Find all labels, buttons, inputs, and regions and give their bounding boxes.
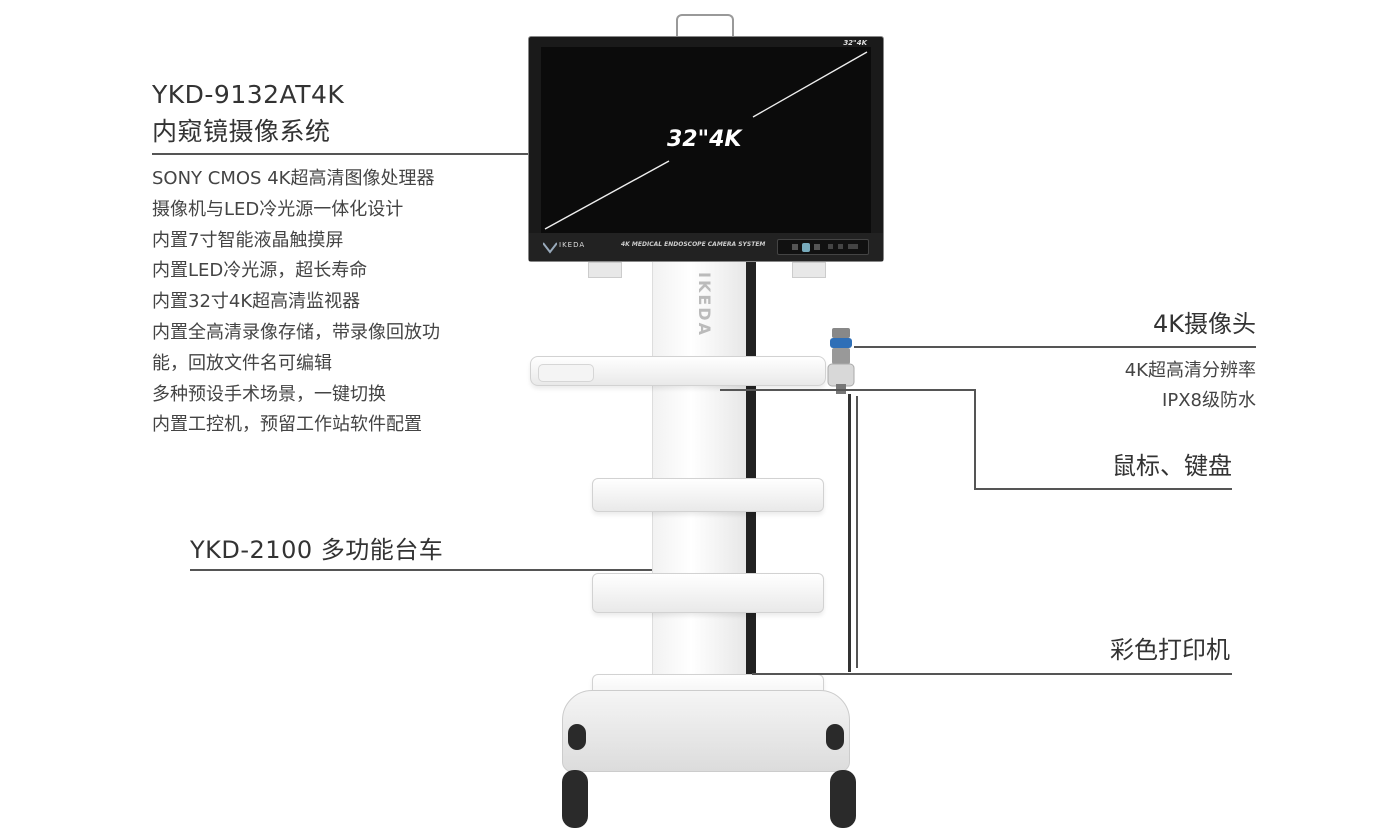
shelf-tray-icon xyxy=(538,364,594,382)
camera-cable-2 xyxy=(856,396,858,668)
camera-feature: 4K超高清分辨率 xyxy=(1124,360,1256,381)
monitor-buttons[interactable] xyxy=(777,239,869,255)
feature-item: 内置工控机，预留工作站软件配置 xyxy=(152,414,422,436)
camera-label: 4K摄像头 xyxy=(1152,310,1256,338)
feature-item: 内置32寸4K超高清监视器 xyxy=(152,291,361,313)
wheel-rear-left xyxy=(568,724,586,750)
mouse-callout-line-h2 xyxy=(974,488,1232,490)
wheel-rear-right xyxy=(826,724,844,750)
system-name: 内窥镜摄像系统 xyxy=(152,117,331,146)
mouse-keyboard-label: 鼠标、键盘 xyxy=(1112,452,1232,480)
cart-shelf-2 xyxy=(592,478,824,512)
monitor: 32"4K 32"4K IKEDA 4K MEDICAL ENDOSCOPE C… xyxy=(528,36,884,262)
monitor-bracket-right xyxy=(792,262,826,278)
mouse-callout-line-h1 xyxy=(720,389,976,391)
camera-feature: IPX8级防水 xyxy=(1162,390,1256,411)
mouse-callout-line-v xyxy=(974,389,976,489)
trolley-callout-line xyxy=(190,569,662,571)
monitor-system-text: 4K MEDICAL ENDOSCOPE CAMERA SYSTEM xyxy=(621,241,766,248)
cart-brand: IKEDA xyxy=(695,272,714,337)
monitor-size-label: 32"4K xyxy=(667,127,742,152)
printer-callout-line xyxy=(752,673,1232,675)
feature-item: 内置7寸智能液晶触摸屏 xyxy=(152,229,344,251)
printer-label: 彩色打印机 xyxy=(1110,636,1230,664)
feature-item: 内置全高清录像存储，带录像回放功 xyxy=(152,321,440,343)
monitor-bracket-left xyxy=(588,262,622,278)
cart-rail xyxy=(746,262,756,674)
monitor-control-bar: IKEDA 4K MEDICAL ENDOSCOPE CAMERA SYSTEM xyxy=(529,233,883,261)
monitor-screen: 32"4K xyxy=(541,47,871,233)
trolley-label: YKD-2100 多功能台车 xyxy=(190,536,444,564)
feature-item: 能，回放文件名可编辑 xyxy=(152,352,332,374)
monitor-handle xyxy=(676,14,734,38)
monitor-logo-icon xyxy=(542,239,558,254)
camera-callout-line xyxy=(854,346,1256,348)
camera-feature-list: 4K超高清分辨率 IPX8级防水 xyxy=(1125,356,1256,416)
wheel-front-left xyxy=(562,770,588,828)
cart-base xyxy=(562,690,850,772)
feature-item: 内置LED冷光源，超长寿命 xyxy=(152,260,368,282)
camera-head-icon xyxy=(820,326,862,396)
monitor-brand: IKEDA xyxy=(559,241,586,249)
camera-cable xyxy=(848,394,851,672)
cart-shelf-3 xyxy=(592,573,824,613)
system-model: YKD-9132AT4K xyxy=(152,80,345,109)
system-feature-list: SONY CMOS 4K超高清图像处理器 摄像机与LED冷光源一体化设计 内置7… xyxy=(152,164,440,441)
system-callout-line xyxy=(152,153,610,155)
screen-diagonal xyxy=(544,51,868,230)
monitor-badge: 32"4K xyxy=(843,39,867,47)
feature-item: 多种预设手术场景，一键切换 xyxy=(152,383,386,405)
wheel-front-right xyxy=(830,770,856,828)
feature-item: 摄像机与LED冷光源一体化设计 xyxy=(152,198,404,220)
feature-item: SONY CMOS 4K超高清图像处理器 xyxy=(152,168,435,189)
